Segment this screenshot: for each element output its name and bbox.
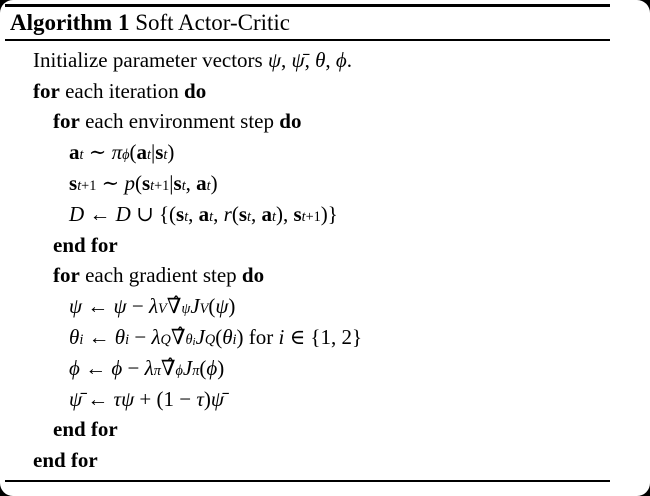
- algorithm-title: Soft Actor-Critic: [129, 10, 290, 35]
- header-rule: [5, 39, 610, 41]
- algorithm-line: end for: [33, 448, 98, 473]
- algorithm-line: Initialize parameter vectors ψ, ψ̄, θ, ϕ…: [33, 47, 353, 72]
- algorithm-header: Algorithm 1 Soft Actor-Critic: [10, 10, 290, 36]
- algorithm-line: for each gradient step do: [53, 263, 265, 288]
- bottom-rule: [5, 480, 610, 482]
- algorithm-line: for each iteration do: [33, 78, 207, 103]
- top-rule: [5, 4, 610, 7]
- algorithm-line: for each environment step do: [53, 109, 302, 134]
- algorithm-line: end for: [53, 417, 118, 442]
- algorithm-body: Initialize parameter vectors ψ, ψ̄, θ, ϕ…: [5, 45, 610, 476]
- algorithm-line: end for: [53, 232, 118, 257]
- algorithm-label: Algorithm 1: [10, 10, 130, 35]
